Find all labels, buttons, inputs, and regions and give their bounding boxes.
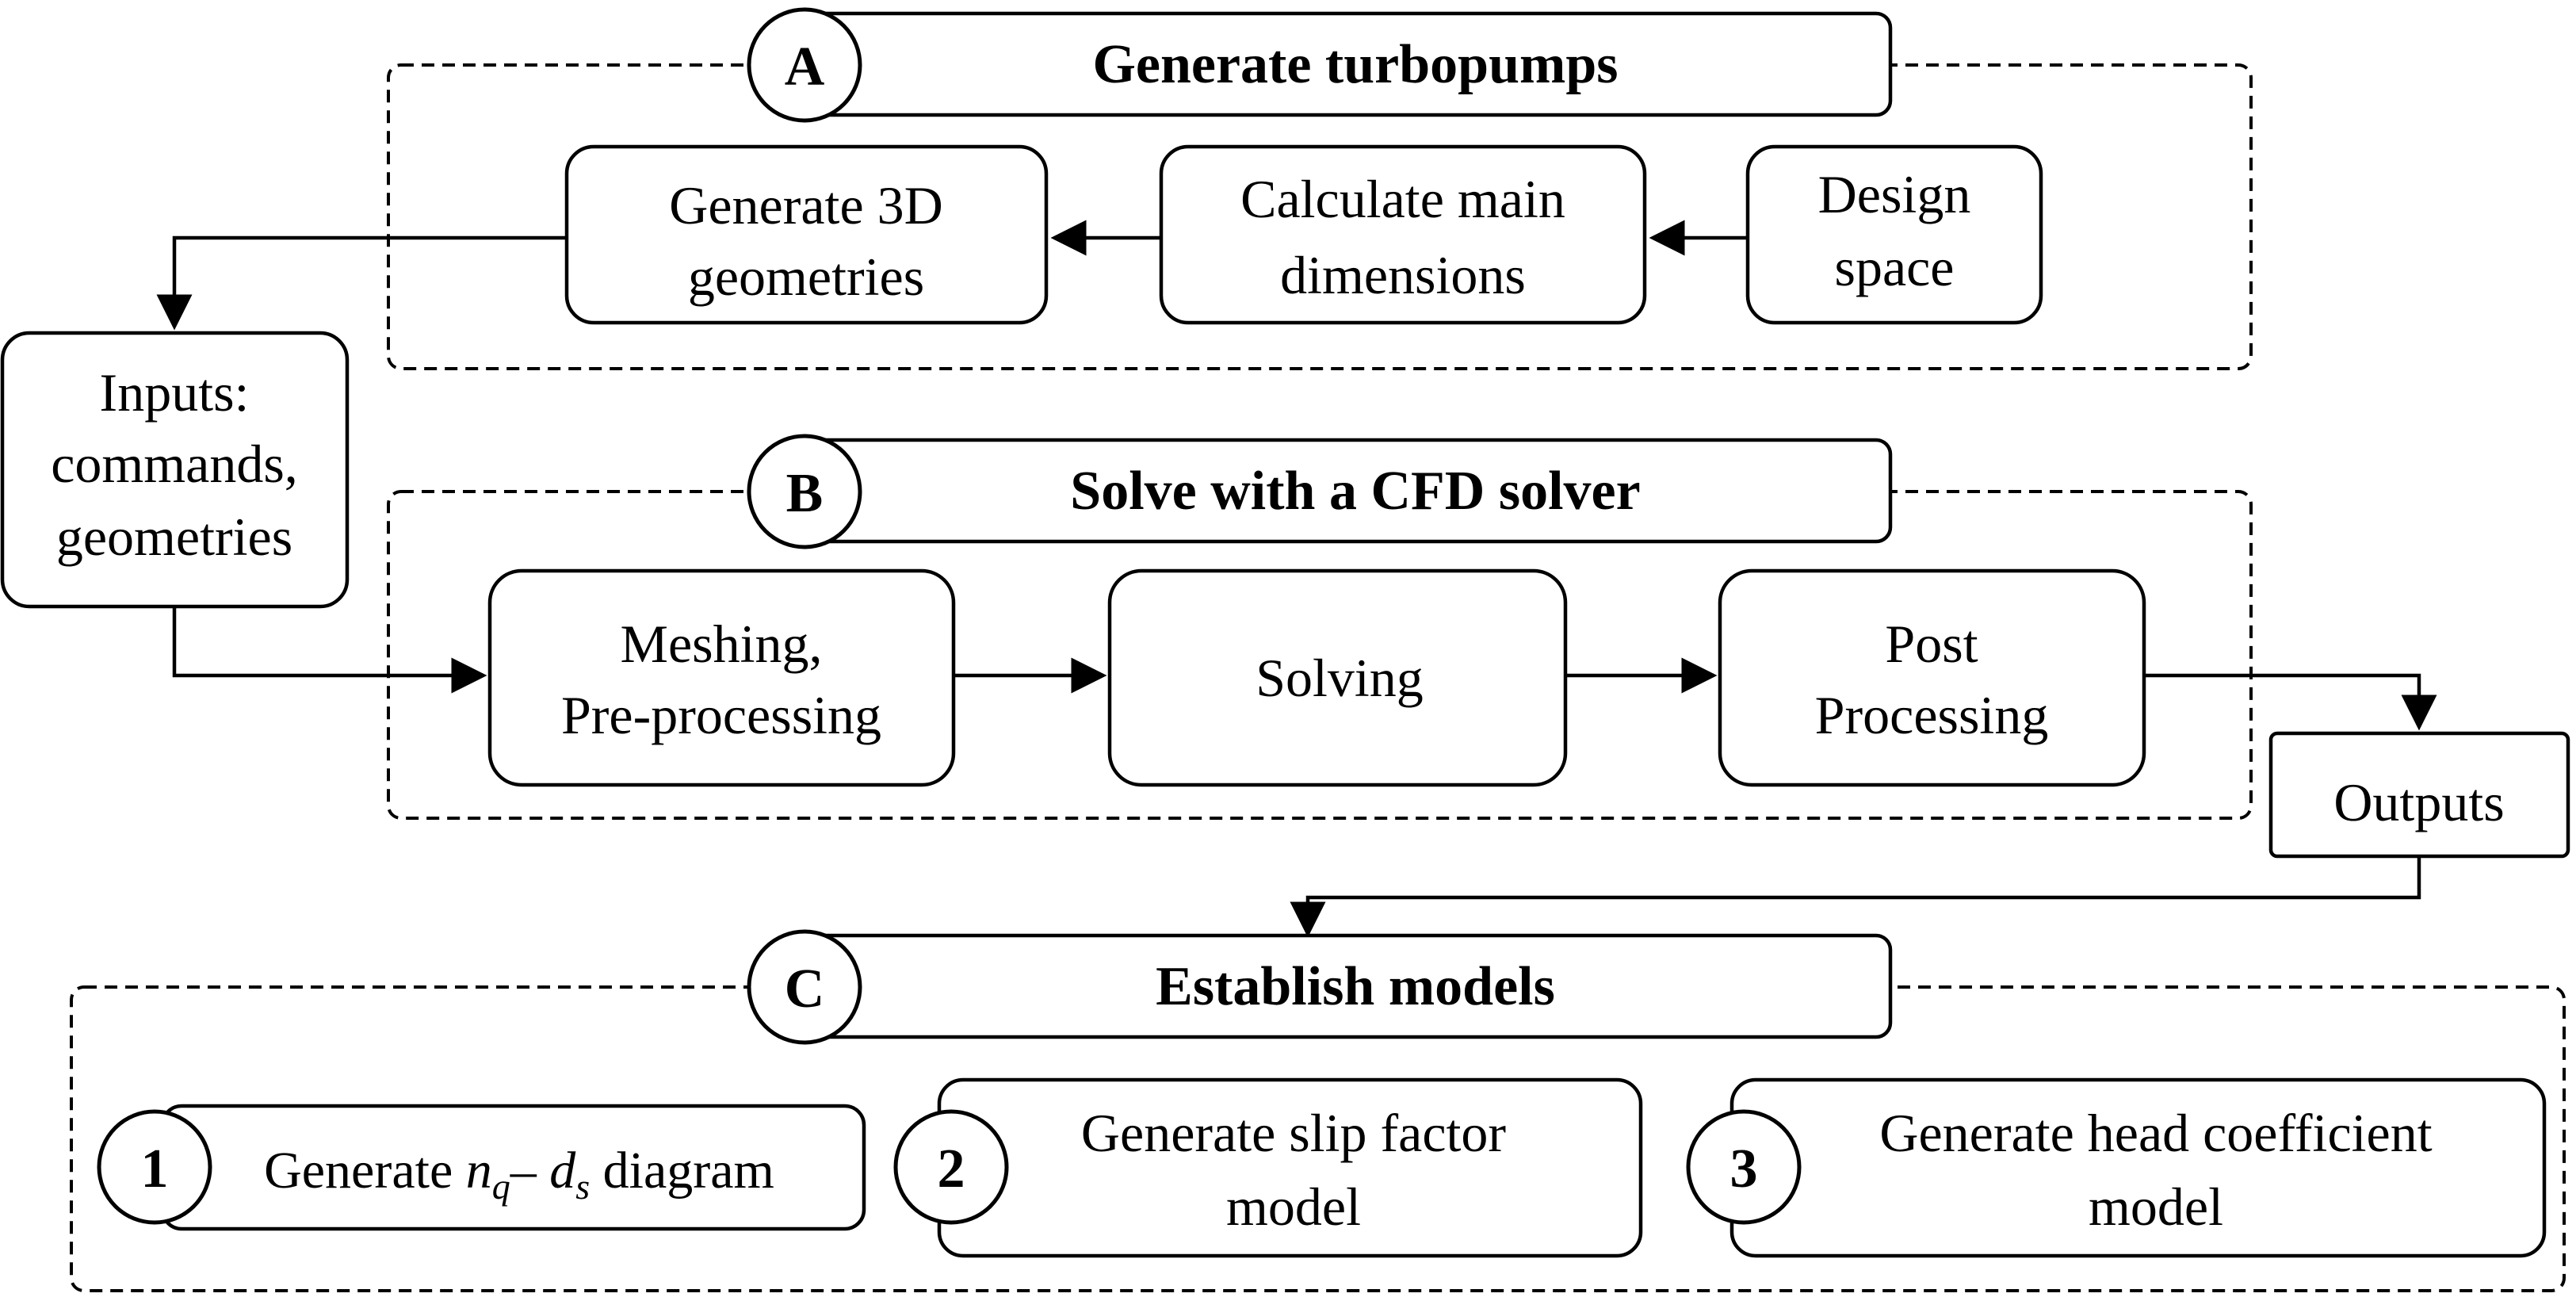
arrow-outputs-to-models (1290, 856, 2421, 938)
model-1-number: 1 (141, 1138, 169, 1200)
design-space-line-1: Design (1818, 164, 1971, 224)
solving-box: Solving (1107, 568, 1568, 787)
post-line-2: Processing (1815, 685, 2049, 745)
model-1-item: 1 Generate nq– ds diagram (97, 1104, 866, 1231)
model-2-item: 2 Generate slip factor model (893, 1077, 1643, 1258)
inputs-line-3: geometries (56, 507, 292, 567)
section-c: Establish models C 1 Generate nq– ds dia… (70, 929, 2566, 1292)
outputs-box: Outputs (2268, 731, 2570, 859)
meshing-line-2: Pre-processing (561, 685, 881, 745)
model-3-badge (1686, 1109, 1802, 1225)
section-b-badge (747, 434, 862, 549)
meshing-box: Meshing, Pre-processing (487, 568, 956, 787)
section-b-header: Solve with a CFD solver B (747, 434, 1893, 549)
solving-label: Solving (1256, 648, 1424, 708)
generate-3d-geometries-box: Generate 3D geometries (564, 144, 1049, 325)
section-c-header: Establish models C (747, 929, 1893, 1045)
section-a: Generate turbopumps A Generate 3D geomet… (387, 7, 2253, 370)
meshing-line-1: Meshing, (621, 614, 823, 674)
section-a-letter: A (785, 36, 825, 98)
calculate-main-dimensions-box: Calculate main dimensions (1159, 144, 1647, 325)
model-2-badge (893, 1109, 1009, 1225)
inputs-line-1: Inputs: (100, 362, 250, 423)
inputs-box: Inputs: commands, geometries (0, 331, 350, 609)
section-a-badge (747, 7, 862, 123)
model-1-badge (97, 1109, 212, 1225)
model-1-label: Generate nq– ds diagram (264, 1142, 774, 1207)
post-processing-box: Post Processing (1718, 568, 2146, 787)
section-c-badge (747, 929, 862, 1045)
section-a-title: Generate turbopumps (1092, 34, 1618, 95)
calculate-line-2: dimensions (1280, 245, 1526, 305)
calculate-line-1: Calculate main (1240, 169, 1565, 229)
model-2-line-1: Generate slip factor (1081, 1103, 1507, 1163)
model-2-number: 2 (938, 1138, 965, 1200)
arrow-post-to-outputs (2144, 673, 2437, 731)
post-line-1: Post (1885, 614, 1978, 674)
generate-3d-line-1: Generate 3D (669, 175, 942, 235)
section-c-title: Establish models (1156, 956, 1555, 1017)
section-b-letter: B (786, 463, 824, 524)
inputs-line-2: commands, (51, 434, 298, 494)
section-b-title: Solve with a CFD solver (1070, 461, 1640, 522)
model-3-number: 3 (1730, 1138, 1758, 1200)
model-3-line-1: Generate head coefficient (1879, 1103, 2432, 1163)
model-2-line-2: model (1226, 1177, 1361, 1237)
generate-3d-line-2: geometries (688, 247, 924, 307)
section-a-header: Generate turbopumps A (747, 7, 1893, 123)
section-c-letter: C (785, 959, 825, 1020)
model-3-line-2: model (2089, 1177, 2223, 1237)
design-space-box: Design space (1745, 144, 2043, 325)
outputs-label: Outputs (2333, 772, 2504, 832)
section-b: Solve with a CFD solver B Meshing, Pre-p… (387, 434, 2253, 820)
section-c-frame (70, 985, 2566, 1292)
arrow-generate-to-inputs (156, 235, 567, 331)
arrow-inputs-to-meshing (172, 606, 487, 694)
model-3-item: 3 Generate head coefficient model (1686, 1077, 2547, 1258)
design-space-line-2: space (1834, 237, 1954, 297)
